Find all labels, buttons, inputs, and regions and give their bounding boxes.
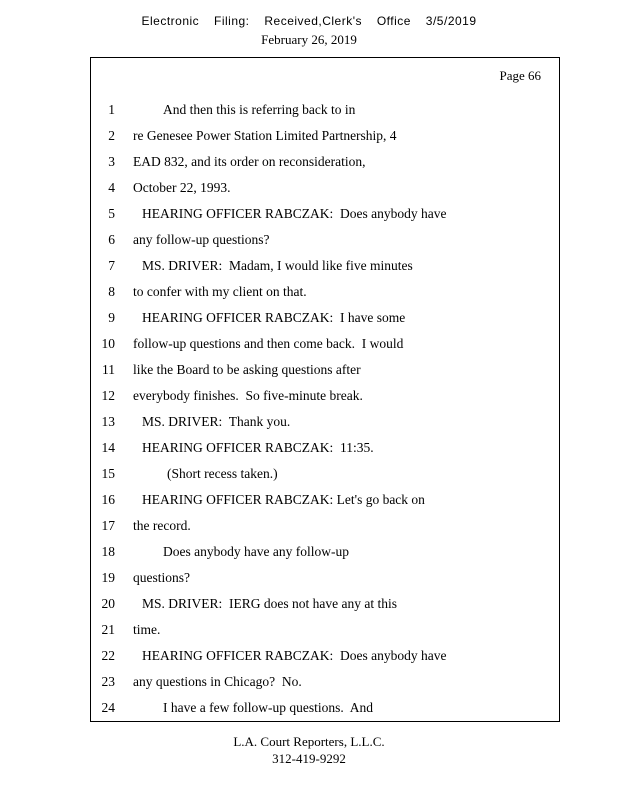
reporter-phone: 312-419-9292 (272, 751, 346, 766)
line-text: HEARING OFFICER RABCZAK: I have some (142, 310, 406, 325)
line-number: 16 (101, 492, 116, 507)
line-number: 19 (101, 570, 116, 585)
transcript-line: 2 re Genesee Power Station Limited Partn… (91, 123, 559, 149)
transcript-line: 20 MS. DRIVER: IERG does not have any at… (91, 591, 559, 617)
electronic-filing-stamp: Electronic Filing: Received,Clerk's Offi… (141, 14, 477, 28)
line-text: October 22, 1993. (133, 180, 231, 195)
line-number: 15 (101, 466, 116, 481)
line-number: 17 (101, 518, 116, 533)
line-number: 10 (101, 336, 116, 351)
line-text: (Short recess taken.) (167, 466, 278, 481)
transcript-line: 1 And then this is referring back to in (91, 97, 559, 123)
line-text: HEARING OFFICER RABCZAK: Does anybody ha… (142, 648, 447, 663)
line-number: 14 (101, 440, 116, 455)
reporter-company: L.A. Court Reporters, L.L.C. (233, 734, 385, 749)
line-number: 18 (101, 544, 116, 559)
line-text: HEARING OFFICER RABCZAK: Let's go back o… (142, 492, 425, 507)
transcript-line: 23 any questions in Chicago? No. (91, 669, 559, 695)
line-number: 3 (108, 154, 115, 169)
line-number: 7 (108, 258, 115, 273)
line-number: 2 (108, 128, 115, 143)
transcript-line: 21 time. (91, 617, 559, 643)
line-number: 6 (108, 232, 115, 247)
line-number: 1 (108, 102, 115, 117)
line-number: 11 (102, 362, 115, 377)
line-text: EAD 832, and its order on reconsideratio… (133, 154, 366, 169)
line-text: I have a few follow-up questions. And (163, 700, 373, 715)
transcript-line: 3 EAD 832, and its order on reconsiderat… (91, 149, 559, 175)
line-text: follow-up questions and then come back. … (133, 336, 404, 351)
transcript-line: 24 I have a few follow-up questions. And (91, 695, 559, 721)
transcript-line: 14 HEARING OFFICER RABCZAK: 11:35. (91, 435, 559, 461)
line-text: the record. (133, 518, 191, 533)
transcript-line: 12 everybody finishes. So five-minute br… (91, 383, 559, 409)
line-text: re Genesee Power Station Limited Partner… (133, 128, 397, 143)
line-text: to confer with my client on that. (133, 284, 307, 299)
line-number: 4 (108, 180, 115, 195)
transcript-line: 7 MS. DRIVER: Madam, I would like five m… (91, 253, 559, 279)
line-text: any follow-up questions? (133, 232, 270, 247)
transcript-line: 22 HEARING OFFICER RABCZAK: Does anybody… (91, 643, 559, 669)
transcript-line: 9 HEARING OFFICER RABCZAK: I have some (91, 305, 559, 331)
transcript-line: 15 (Short recess taken.) (91, 461, 559, 487)
transcript-line: 5 HEARING OFFICER RABCZAK: Does anybody … (91, 201, 559, 227)
line-number: 12 (101, 388, 116, 403)
transcript-page: Page 66 1 And then this is referring bac… (90, 57, 560, 722)
line-number: 8 (108, 284, 115, 299)
transcript-date: February 26, 2019 (261, 32, 357, 47)
transcript-line: 13 MS. DRIVER: Thank you. (91, 409, 559, 435)
line-text: HEARING OFFICER RABCZAK: 11:35. (142, 440, 374, 455)
transcript-line: 6 any follow-up questions? (91, 227, 559, 253)
line-number: 5 (108, 206, 115, 221)
reporter-footer: L.A. Court Reporters, L.L.C. 312-419-929… (0, 733, 618, 767)
line-number: 13 (101, 414, 116, 429)
transcript-line: 10 follow-up questions and then come bac… (91, 331, 559, 357)
transcript-line: 19 questions? (91, 565, 559, 591)
line-number: 22 (101, 648, 116, 663)
line-text: And then this is referring back to in (163, 102, 356, 117)
transcript-line: 17 the record. (91, 513, 559, 539)
line-number: 23 (101, 674, 116, 689)
line-number: 20 (101, 596, 116, 611)
line-text: time. (133, 622, 161, 637)
line-text: HEARING OFFICER RABCZAK: Does anybody ha… (142, 206, 447, 221)
page-number-label: Page 66 (499, 68, 541, 83)
line-text: everybody finishes. So five-minute break… (133, 388, 363, 403)
transcript-lines: 1 And then this is referring back to in … (91, 97, 559, 721)
transcript-line: 4 October 22, 1993. (91, 175, 559, 201)
line-text: MS. DRIVER: Madam, I would like five min… (142, 258, 413, 273)
line-text: MS. DRIVER: IERG does not have any at th… (142, 596, 397, 611)
line-text: any questions in Chicago? No. (133, 674, 302, 689)
line-text: MS. DRIVER: Thank you. (142, 414, 291, 429)
line-number: 21 (101, 622, 116, 637)
transcript-line: 16 HEARING OFFICER RABCZAK: Let's go bac… (91, 487, 559, 513)
transcript-line: 18 Does anybody have any follow-up (91, 539, 559, 565)
line-text: questions? (133, 570, 190, 585)
line-number: 24 (101, 700, 116, 715)
line-number: 9 (108, 310, 115, 325)
line-text: Does anybody have any follow-up (163, 544, 349, 559)
transcript-line: 8 to confer with my client on that. (91, 279, 559, 305)
transcript-line: 11 like the Board to be asking questions… (91, 357, 559, 383)
line-text: like the Board to be asking questions af… (133, 362, 361, 377)
